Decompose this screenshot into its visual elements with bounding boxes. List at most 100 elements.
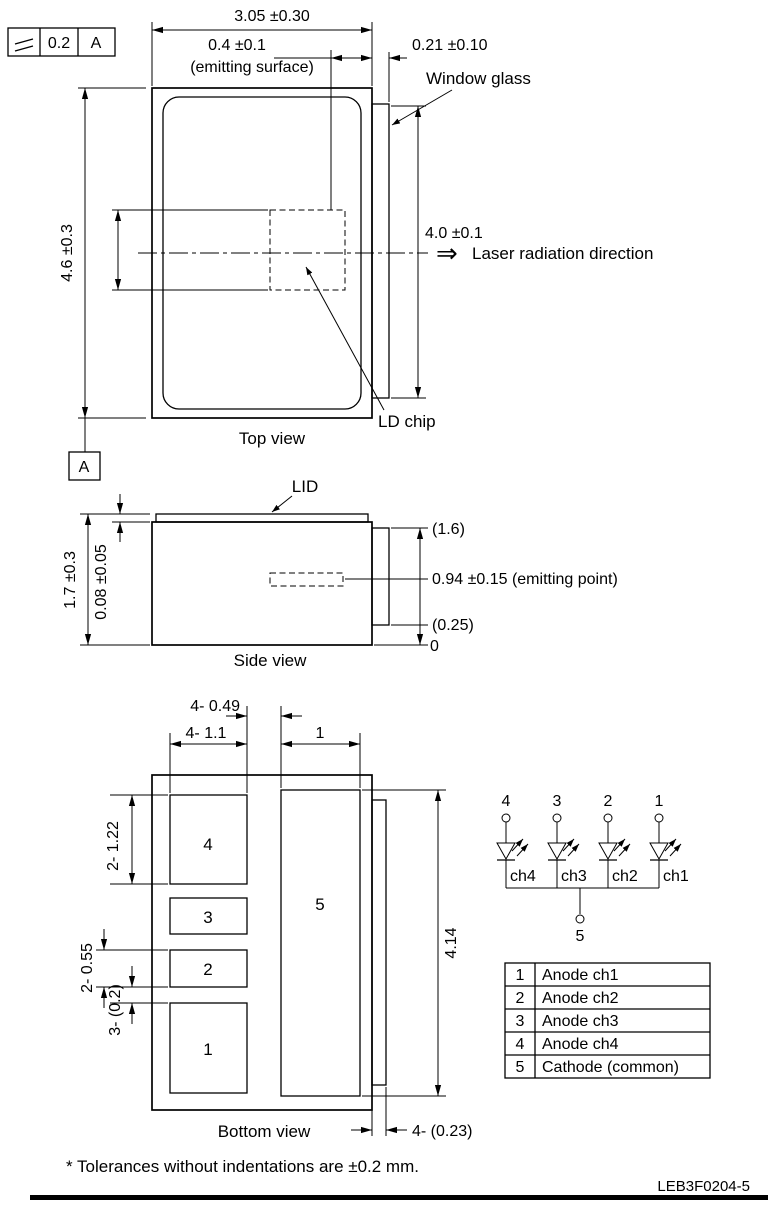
pin-cell-5: 5	[516, 1059, 525, 1076]
common-cathode-bus: 5	[506, 887, 659, 945]
emitting-point-outline	[269, 572, 344, 587]
pad-1-label: 1	[203, 1040, 212, 1059]
drawing-code: LEB3F0204-5	[657, 1178, 750, 1195]
terminal-2-label: 2	[604, 793, 613, 810]
pad-3	[169, 897, 248, 935]
bottom-view-caption: Bottom view	[218, 1122, 311, 1141]
dim-small-pad-height-group: 2- 0.55	[79, 929, 168, 1008]
dim-lid-thickness: 0.08 ±0.05	[93, 544, 110, 620]
window-glass-callout: Window glass	[391, 69, 531, 126]
label-ld-chip: LD chip	[378, 412, 436, 431]
laser-diode-symbol-ch1: 1 ch1	[649, 793, 689, 888]
dim-pad-width-group: 4- 1.1	[169, 725, 247, 793]
label-laser-radiation-direction: Laser radiation direction	[472, 244, 653, 263]
dim-pad-spacing: 3- (0.2)	[107, 984, 124, 1036]
height-reference-group: (1.6) 0.94 ±0.15 (emitting point) (0.25)…	[345, 521, 618, 655]
side-view: LID 1.7 ±0.3 0.08 ±0.05 (1.6) 0.94 ±0.15…	[62, 477, 618, 670]
emission-arrow-icon	[669, 843, 682, 857]
pin-table: 1 Anode ch1 2 Anode ch2 3 Anode ch3 4 An…	[504, 962, 711, 1079]
pin-cell-1: 1	[516, 967, 525, 984]
function-cell-1: Anode ch1	[542, 967, 619, 984]
terminal-4-label: 4	[502, 793, 511, 810]
dim-total-height-group: 1.7 ±0.3	[62, 513, 150, 646]
tolerance-note: * Tolerances without indentations are ±0…	[66, 1157, 419, 1176]
dim-edge-width-group: 4- (0.23)	[351, 1087, 472, 1140]
dim-emitting-offset-group: 0.4 ±0.1 (emitting surface)	[190, 37, 372, 210]
pad-1	[169, 1002, 248, 1094]
dim-pad5-height-group: 4.14	[362, 789, 460, 1097]
emission-arrow-icon	[613, 838, 626, 852]
emission-arrow-icon	[562, 838, 575, 852]
side-window-glass	[371, 527, 390, 626]
common-terminal-label: 5	[576, 928, 585, 945]
dim-edge-width: 4- (0.23)	[412, 1123, 472, 1140]
datum-a-symbol: A	[68, 418, 101, 481]
bottom-window-glass	[371, 799, 387, 1086]
dim-glass-thickness: 0.21 ±0.10	[412, 37, 488, 54]
lid-callout: LID	[271, 477, 318, 513]
function-cell-4: Anode ch4	[542, 1036, 619, 1053]
dim-pad-spacing-group: 3- (0.2)	[107, 966, 168, 1036]
ld-chip-callout: LD chip	[305, 266, 436, 431]
side-view-caption: Side view	[234, 651, 307, 670]
dim-large-pad-height: 2- 1.22	[105, 821, 122, 871]
pin-cell-3: 3	[516, 1013, 525, 1030]
datum-a-label: A	[79, 459, 90, 476]
fcf-tolerance: 0.2	[48, 35, 70, 52]
dim-package-width: 3.05 ±0.30	[234, 8, 310, 25]
lid-outline	[155, 513, 369, 523]
terminal-1-label: 1	[655, 793, 664, 810]
label-lid: LID	[292, 477, 318, 496]
laser-diode-symbol-ch2: 2 ch2	[598, 793, 638, 888]
emission-arrow-icon	[618, 843, 631, 857]
note-emitting-surface: (emitting surface)	[190, 59, 314, 76]
circuit-schematic: 4 ch4 3 ch3 2	[496, 793, 689, 945]
channel-ch3-label: ch3	[561, 868, 587, 885]
channel-ch2-label: ch2	[612, 868, 638, 885]
fcf-datum: A	[91, 35, 102, 52]
laser-direction-arrow-icon: ⇒	[436, 238, 458, 268]
top-window-glass	[371, 103, 390, 399]
emission-arrow-icon	[516, 843, 529, 857]
emission-arrow-icon	[511, 838, 524, 852]
dim-pad5-height: 4.14	[443, 927, 460, 958]
channel-ch1-label: ch1	[663, 868, 689, 885]
dim-package-width-group: 3.05 ±0.30	[151, 8, 373, 86]
bottom-package-outline	[151, 774, 373, 1111]
pad-4	[169, 794, 248, 885]
dim-pad-width: 4- 1.1	[186, 725, 227, 742]
pin-cell-4: 4	[516, 1036, 525, 1053]
ref-glass-bottom: (0.25)	[432, 617, 474, 634]
feature-control-frame: 0.2 A	[7, 27, 116, 57]
dim-pad5-width-group: 1	[281, 725, 361, 788]
dim-pad-gap-group: 4- 0.49	[190, 698, 302, 793]
function-cell-2: Anode ch2	[542, 990, 619, 1007]
function-cell-3: Anode ch3	[542, 1013, 619, 1030]
laser-radiation-callout: ⇒ Laser radiation direction	[436, 238, 653, 268]
dim-glass-height: 4.0 ±0.1	[425, 225, 483, 242]
dim-emitting-offset: 0.4 ±0.1	[208, 37, 266, 54]
dim-pad-gap: 4- 0.49	[190, 698, 240, 715]
dim-large-pad-height-group: 2- 1.22	[105, 794, 168, 885]
laser-diode-symbol-ch3: 3 ch3	[547, 793, 587, 888]
ref-zero: 0	[430, 638, 439, 655]
label-window-glass: Window glass	[426, 69, 531, 88]
parallelism-icon	[14, 38, 34, 52]
dim-glass-thickness-group: 0.21 ±0.10	[388, 37, 488, 102]
emission-arrow-icon	[664, 838, 677, 852]
pin-cell-2: 2	[516, 990, 525, 1007]
ref-glass-top: (1.6)	[432, 521, 465, 538]
pad-5	[280, 789, 361, 1097]
dim-package-height-group: 4.6 ±0.3	[59, 87, 146, 419]
pad-5-label: 5	[315, 895, 324, 914]
pad-3-label: 3	[203, 908, 212, 927]
dim-pad5-width: 1	[316, 725, 325, 742]
dim-glass-height-group: 4.0 ±0.1	[391, 105, 483, 399]
ref-emitting-point: 0.94 ±0.15 (emitting point)	[432, 571, 618, 588]
dim-lid-thickness-group: 0.08 ±0.05	[93, 494, 150, 620]
page-edge-bar	[30, 1195, 768, 1200]
bottom-view: 4 3 2 1 5 4- 0.49 4- 1.1 1 2- 1.22	[79, 698, 472, 1141]
laser-diode-symbol-ch4: 4 ch4	[496, 793, 536, 888]
